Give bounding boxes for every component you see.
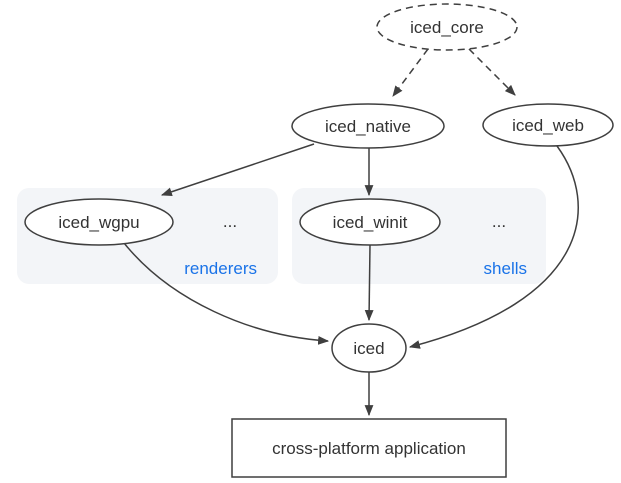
iced-ellipse (331, 323, 407, 373)
app-label: cross-platform application (272, 439, 466, 458)
shells-group-label: shells (484, 259, 527, 278)
edge-iced-native-to-iced-wgpu (160, 143, 315, 197)
edge-iced-wgpu-to-iced (123, 242, 330, 345)
edge-iced-core-to-iced-native (392, 48, 429, 97)
iced-wgpu-label: iced_wgpu (58, 213, 139, 232)
edge-iced-web-to-iced (408, 145, 579, 349)
iced-label: iced (353, 339, 384, 358)
iced-native-ellipse (291, 103, 445, 149)
node-iced-wgpu: iced_wgpu (24, 198, 174, 246)
iced-native-label: iced_native (325, 117, 411, 136)
app-rect (231, 418, 507, 478)
renderers-ellipsis: ... (223, 212, 237, 231)
node-iced-core: iced_core (376, 3, 518, 51)
edge-iced-core-to-iced-web (468, 48, 516, 96)
node-iced-native: iced_native (291, 103, 445, 149)
node-iced-web: iced_web (482, 103, 614, 147)
iced-winit-ellipse (299, 198, 441, 246)
renderers-group-label: renderers (184, 259, 257, 278)
iced-core-ellipse (376, 3, 518, 51)
node-iced: iced (331, 323, 407, 373)
iced-web-ellipse (482, 103, 614, 147)
iced-web-label: iced_web (512, 116, 584, 135)
iced-winit-label: iced_winit (333, 213, 408, 232)
node-iced-winit: iced_winit (299, 198, 441, 246)
iced-core-label: iced_core (410, 18, 484, 37)
edge-iced-winit-to-iced (364, 244, 374, 322)
iced-wgpu-ellipse (24, 198, 174, 246)
shells-ellipsis: ... (492, 212, 506, 231)
node-cross-platform-application: cross-platform application (231, 418, 507, 478)
